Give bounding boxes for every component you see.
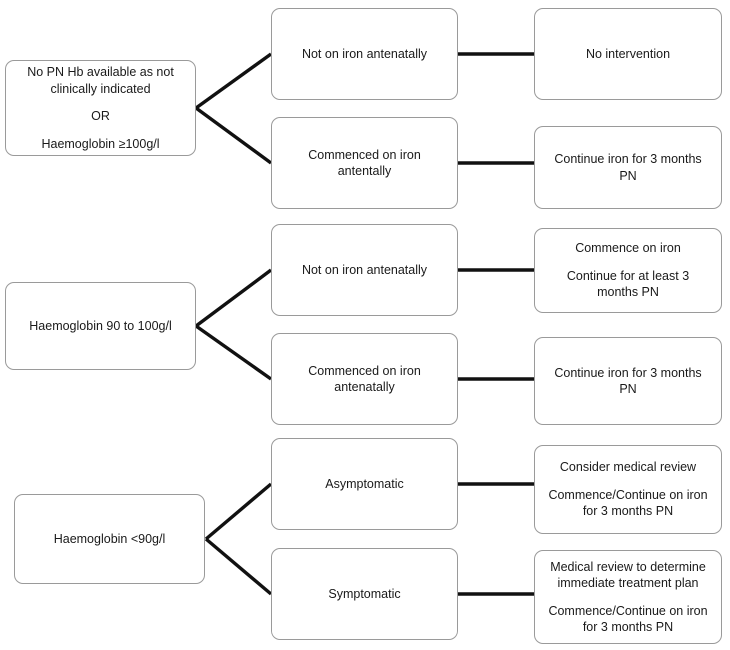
fork-line-g2-lower [195, 324, 272, 381]
action-paragraph: No intervention [543, 46, 713, 63]
text-line: for 3 months PN [582, 620, 674, 634]
criterion-box-branch-1a[interactable]: Not on iron antenatally [271, 8, 458, 100]
text-line: Symptomatic [328, 586, 401, 601]
criterion-box-branch-3b[interactable]: Symptomatic [271, 548, 458, 640]
text-line: Continue iron for 3 months [554, 152, 702, 166]
text-line: Not on iron antenatally [301, 262, 428, 277]
text-line: antentally [337, 164, 392, 178]
criterion-box-branch-3a[interactable]: Asymptomatic [271, 438, 458, 530]
action-box-branch-1b[interactable]: Continue iron for 3 months PN [534, 126, 722, 209]
text-line: immediate treatment plan [557, 576, 699, 590]
text-line: Commence on iron [575, 241, 681, 256]
fork-line-g3-upper [204, 482, 273, 541]
text-line: No PN Hb available as not [27, 65, 174, 79]
text-line: Commence/Continue on iron [548, 603, 708, 618]
action-paragraph: Continue iron for 3 months PN [543, 151, 713, 184]
action-paragraph: Consider medical review [543, 459, 713, 476]
action-paragraph: Continue for at least 3 months PN [543, 268, 713, 301]
text-line: antenatally [334, 380, 395, 394]
criterion-paragraph: Commenced on iron antenatally [280, 363, 449, 396]
text-line: Commenced on iron [308, 147, 421, 162]
action-paragraph: Medical review to determine immediate tr… [543, 559, 713, 592]
criterion-paragraph: Asymptomatic [280, 476, 449, 493]
criterion-box-branch-2b[interactable]: Commenced on iron antenatally [271, 333, 458, 425]
condition-paragraph: OR [14, 108, 187, 125]
text-line: Not on iron antenatally [301, 46, 428, 61]
text-line: Asymptomatic [325, 476, 404, 491]
condition-paragraph: Haemoglobin ≥100g/l [14, 136, 187, 153]
text-line: clinically indicated [50, 81, 151, 96]
condition-paragraph: No PN Hb available as not clinically ind… [14, 64, 187, 97]
action-paragraph: Continue iron for 3 months PN [543, 365, 713, 398]
criterion-paragraph: Not on iron antenatally [280, 46, 449, 63]
criterion-box-branch-2a[interactable]: Not on iron antenatally [271, 224, 458, 316]
fork-line-g1-lower [194, 106, 273, 165]
text-line: Continue iron for 3 months [554, 365, 702, 380]
criterion-box-branch-1b[interactable]: Commenced on iron antentally [271, 117, 458, 209]
criterion-paragraph: Commenced on iron antentally [280, 147, 449, 180]
action-paragraph: Commence/Continue on iron for 3 months P… [543, 487, 713, 520]
fork-line-g3-lower [204, 537, 273, 596]
text-line: PN [619, 168, 637, 183]
criterion-paragraph: Not on iron antenatally [280, 262, 449, 279]
text-line: months PN [597, 285, 659, 300]
action-box-branch-2b[interactable]: Continue iron for 3 months PN [534, 337, 722, 425]
condition-box-group-3[interactable]: Haemoglobin <90g/l [14, 494, 205, 584]
fork-line-g2-upper [194, 268, 273, 328]
action-paragraph: Commence/Continue on iron for 3 months P… [543, 603, 713, 636]
text-line: Commenced on iron [308, 363, 421, 378]
text-line: Medical review to determine [550, 559, 706, 574]
text-line: Haemoglobin ≥100g/l [41, 136, 160, 151]
action-box-branch-3a[interactable]: Consider medical review Commence/Continu… [534, 445, 722, 534]
condition-box-group-1[interactable]: No PN Hb available as not clinically ind… [5, 60, 196, 156]
action-box-branch-2a[interactable]: Commence on iron Continue for at least 3… [534, 228, 722, 313]
condition-paragraph: Haemoglobin <90g/l [23, 531, 196, 548]
text-line: PN [619, 382, 637, 396]
text-line: Consider medical review [559, 460, 697, 475]
action-paragraph: Commence on iron [543, 240, 713, 257]
text-line: OR [91, 109, 110, 123]
criterion-paragraph: Symptomatic [280, 586, 449, 603]
text-line: Commence/Continue on iron [548, 487, 708, 502]
text-line: Haemoglobin 90 to 100g/l [29, 318, 172, 333]
text-line: Continue for at least 3 [566, 268, 690, 283]
text-line: No intervention [585, 46, 671, 61]
fork-line-g1-upper [195, 52, 272, 110]
text-line: for 3 months PN [582, 504, 674, 519]
condition-paragraph: Haemoglobin 90 to 100g/l [14, 318, 187, 335]
text-line: Haemoglobin <90g/l [53, 531, 166, 546]
action-box-branch-3b[interactable]: Medical review to determine immediate tr… [534, 550, 722, 644]
condition-box-group-2[interactable]: Haemoglobin 90 to 100g/l [5, 282, 196, 370]
action-box-branch-1a[interactable]: No intervention [534, 8, 722, 100]
